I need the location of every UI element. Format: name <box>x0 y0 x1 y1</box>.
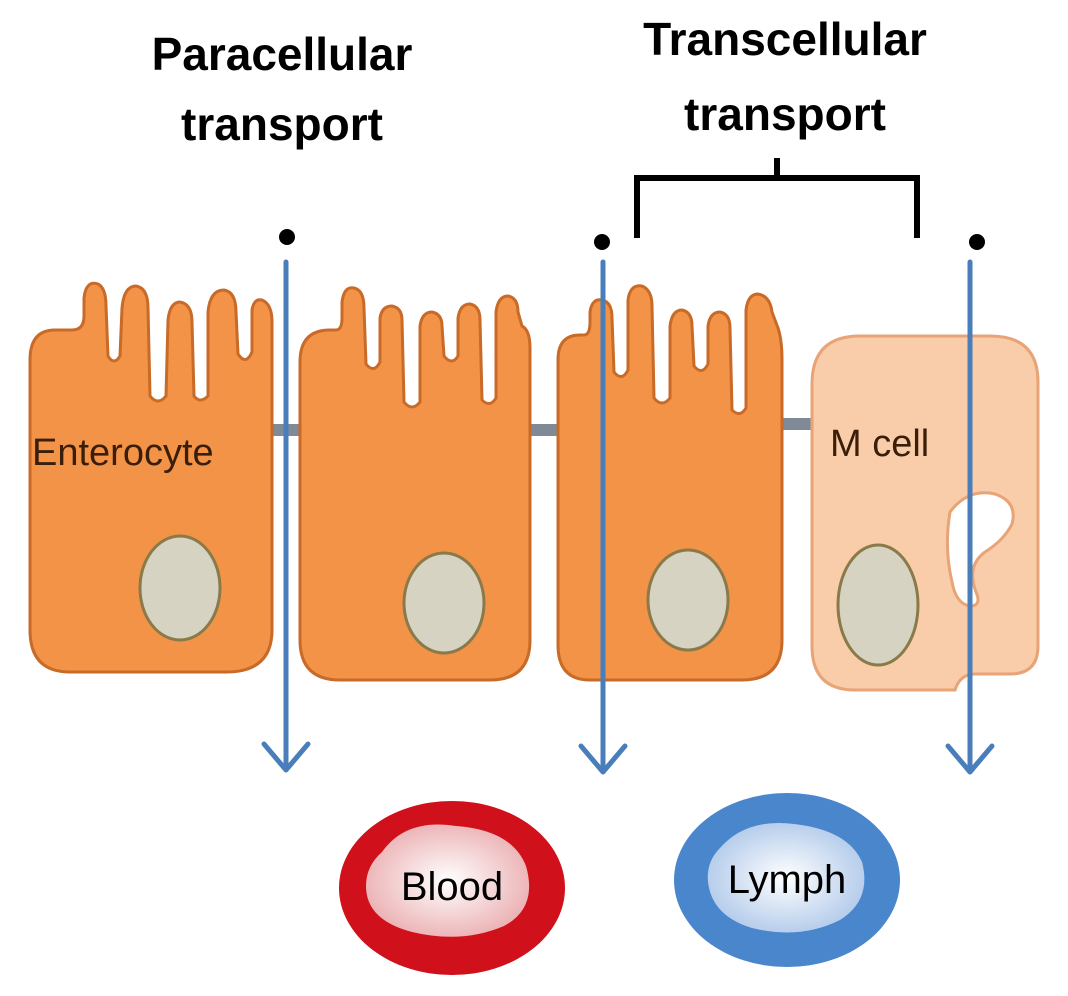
arrow-paracellular <box>261 259 311 773</box>
enterocyte-label: Enterocyte <box>32 432 214 474</box>
enterocyte-nucleus-2 <box>402 551 486 655</box>
transcellular-title-line1: Transcellular <box>643 13 927 65</box>
m-cell-label: M cell <box>830 423 929 465</box>
blood-label: Blood <box>401 865 503 909</box>
particle-paracellular <box>279 229 295 245</box>
paracellular-title-line2: transport <box>181 98 383 150</box>
arrow-transcellular <box>578 259 628 775</box>
tight-junction-3 <box>780 418 812 430</box>
enterocyte-nucleus-1 <box>138 534 222 642</box>
m-cell-nucleus <box>836 543 920 667</box>
lymph-vessel: Lymph <box>674 793 900 967</box>
paracellular-title-line1: Paracellular <box>152 28 413 80</box>
arrow-m-cell <box>945 259 995 775</box>
blood-vessel: Blood <box>339 801 565 975</box>
transcellular-bracket <box>634 158 920 238</box>
lymph-label: Lymph <box>728 858 847 902</box>
particle-transcellular <box>594 234 610 250</box>
enterocyte-nucleus-3 <box>646 548 730 652</box>
transcellular-title-line2: transport <box>684 88 886 140</box>
m-cell-pocket <box>945 491 1015 608</box>
tight-junction-2 <box>530 424 560 436</box>
particle-m-cell <box>969 234 985 250</box>
